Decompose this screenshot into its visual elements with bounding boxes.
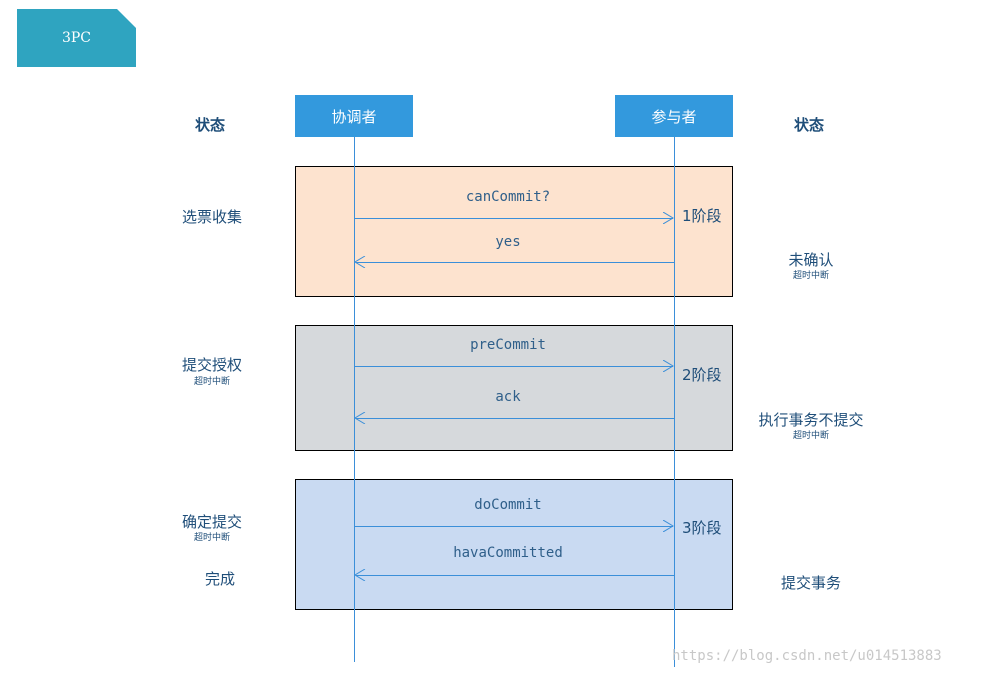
left-state-phase-2: 提交授权 — [181, 356, 242, 374]
coordinator-actor: 协调者 — [295, 95, 413, 137]
left-state-phase-1: 选票收集 — [181, 208, 242, 226]
participant-lifeline — [674, 137, 675, 667]
phase-3-response-arrowhead — [355, 569, 366, 581]
phase-2-box — [295, 325, 733, 451]
right-state-phase-1: 未确认 — [788, 251, 834, 269]
phase-3-label: 3阶段 — [682, 519, 722, 537]
phase-2-request-arrow — [355, 366, 673, 367]
left-note-phase-3: 超时中断 — [193, 533, 230, 543]
right-note-phase-1: 超时中断 — [792, 271, 829, 281]
watermark: https://blog.csdn.net/u014513883 — [672, 648, 942, 664]
phase-2-response-label: ack — [495, 389, 521, 405]
phase-2-response-arrow — [356, 418, 674, 419]
coordinator-lifeline — [354, 137, 355, 662]
coordinator-label: 协调者 — [331, 107, 377, 126]
phase-1-box — [295, 166, 733, 297]
phase-3-request-arrow — [355, 526, 673, 527]
phase-1-request-arrow — [355, 218, 673, 219]
phase-2-response-arrowhead — [355, 412, 366, 424]
phase-1-label: 1阶段 — [682, 207, 722, 225]
participant-actor: 参与者 — [615, 95, 733, 137]
phase-3-response-label: havaCommitted — [453, 545, 563, 561]
right-state-header: 状态 — [794, 116, 825, 134]
phase-2-request-arrowhead — [663, 360, 674, 372]
phase-1-response-label: yes — [495, 234, 521, 250]
phase-2-request-label: preCommit — [470, 337, 546, 353]
right-state-phase-2: 执行事务不提交 — [758, 411, 864, 429]
phase-3-request-arrowhead — [663, 520, 674, 532]
phase-1-response-arrowhead — [355, 256, 366, 268]
diagram-title: 3PC — [61, 30, 92, 46]
left-state-phase-3-complete: 完成 — [204, 570, 235, 588]
left-state-header: 状态 — [195, 116, 226, 134]
phase-3-response-arrow — [356, 575, 674, 576]
phase-1-response-arrow — [356, 262, 674, 263]
phase-3-request-label: doCommit — [474, 497, 542, 513]
right-note-phase-2: 超时中断 — [792, 431, 829, 441]
participant-label: 参与者 — [651, 107, 697, 126]
left-note-phase-2: 超时中断 — [193, 377, 230, 387]
phase-1-request-label: canCommit? — [465, 189, 551, 205]
phase-3-box — [295, 479, 733, 610]
right-state-phase-3: 提交事务 — [780, 574, 841, 592]
phase-2-label: 2阶段 — [682, 366, 722, 384]
phase-1-request-arrowhead — [663, 212, 674, 224]
left-state-phase-3: 确定提交 — [181, 513, 242, 531]
diagram-title-tab: 3PC — [17, 9, 136, 67]
